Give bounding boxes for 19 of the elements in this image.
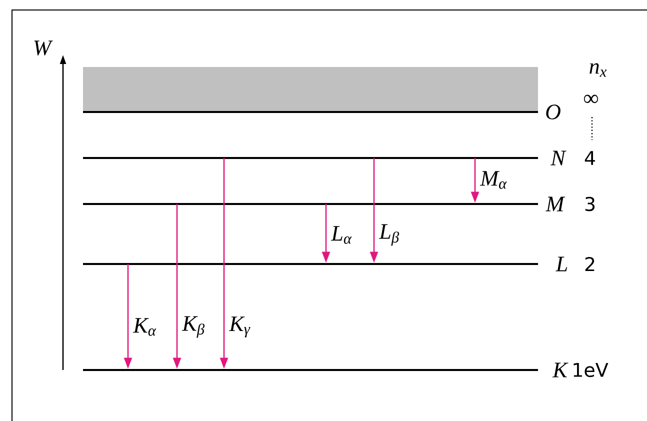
edge-label: M$_{α}$ bbox=[480, 171, 507, 189]
shell-letter: N bbox=[550, 150, 566, 166]
edge-label: K$_{β}$ bbox=[182, 316, 205, 338]
quantum-number: ∞ bbox=[584, 94, 598, 104]
shell-letter: L bbox=[556, 256, 568, 272]
edge-label: L$_{β}$ bbox=[378, 224, 400, 246]
quantum-number: 4 bbox=[584, 151, 595, 165]
quantum-number: 1eV bbox=[574, 362, 608, 378]
edge-label: L$_{α}$ bbox=[330, 226, 352, 244]
edge-label: K$_{α}$ bbox=[132, 318, 156, 336]
shell-letter: M bbox=[546, 196, 566, 212]
axis-label: W bbox=[34, 40, 53, 56]
shell-letter: K bbox=[552, 362, 568, 378]
shell-letter: O bbox=[546, 104, 560, 120]
quantum-number: 3 bbox=[585, 196, 595, 212]
axis-label: n$_{x}$ bbox=[590, 63, 607, 77]
quantum-number: 2 bbox=[585, 256, 594, 272]
edge-label: K$_{γ}$ bbox=[228, 316, 250, 338]
continuum-band bbox=[83, 67, 538, 111]
